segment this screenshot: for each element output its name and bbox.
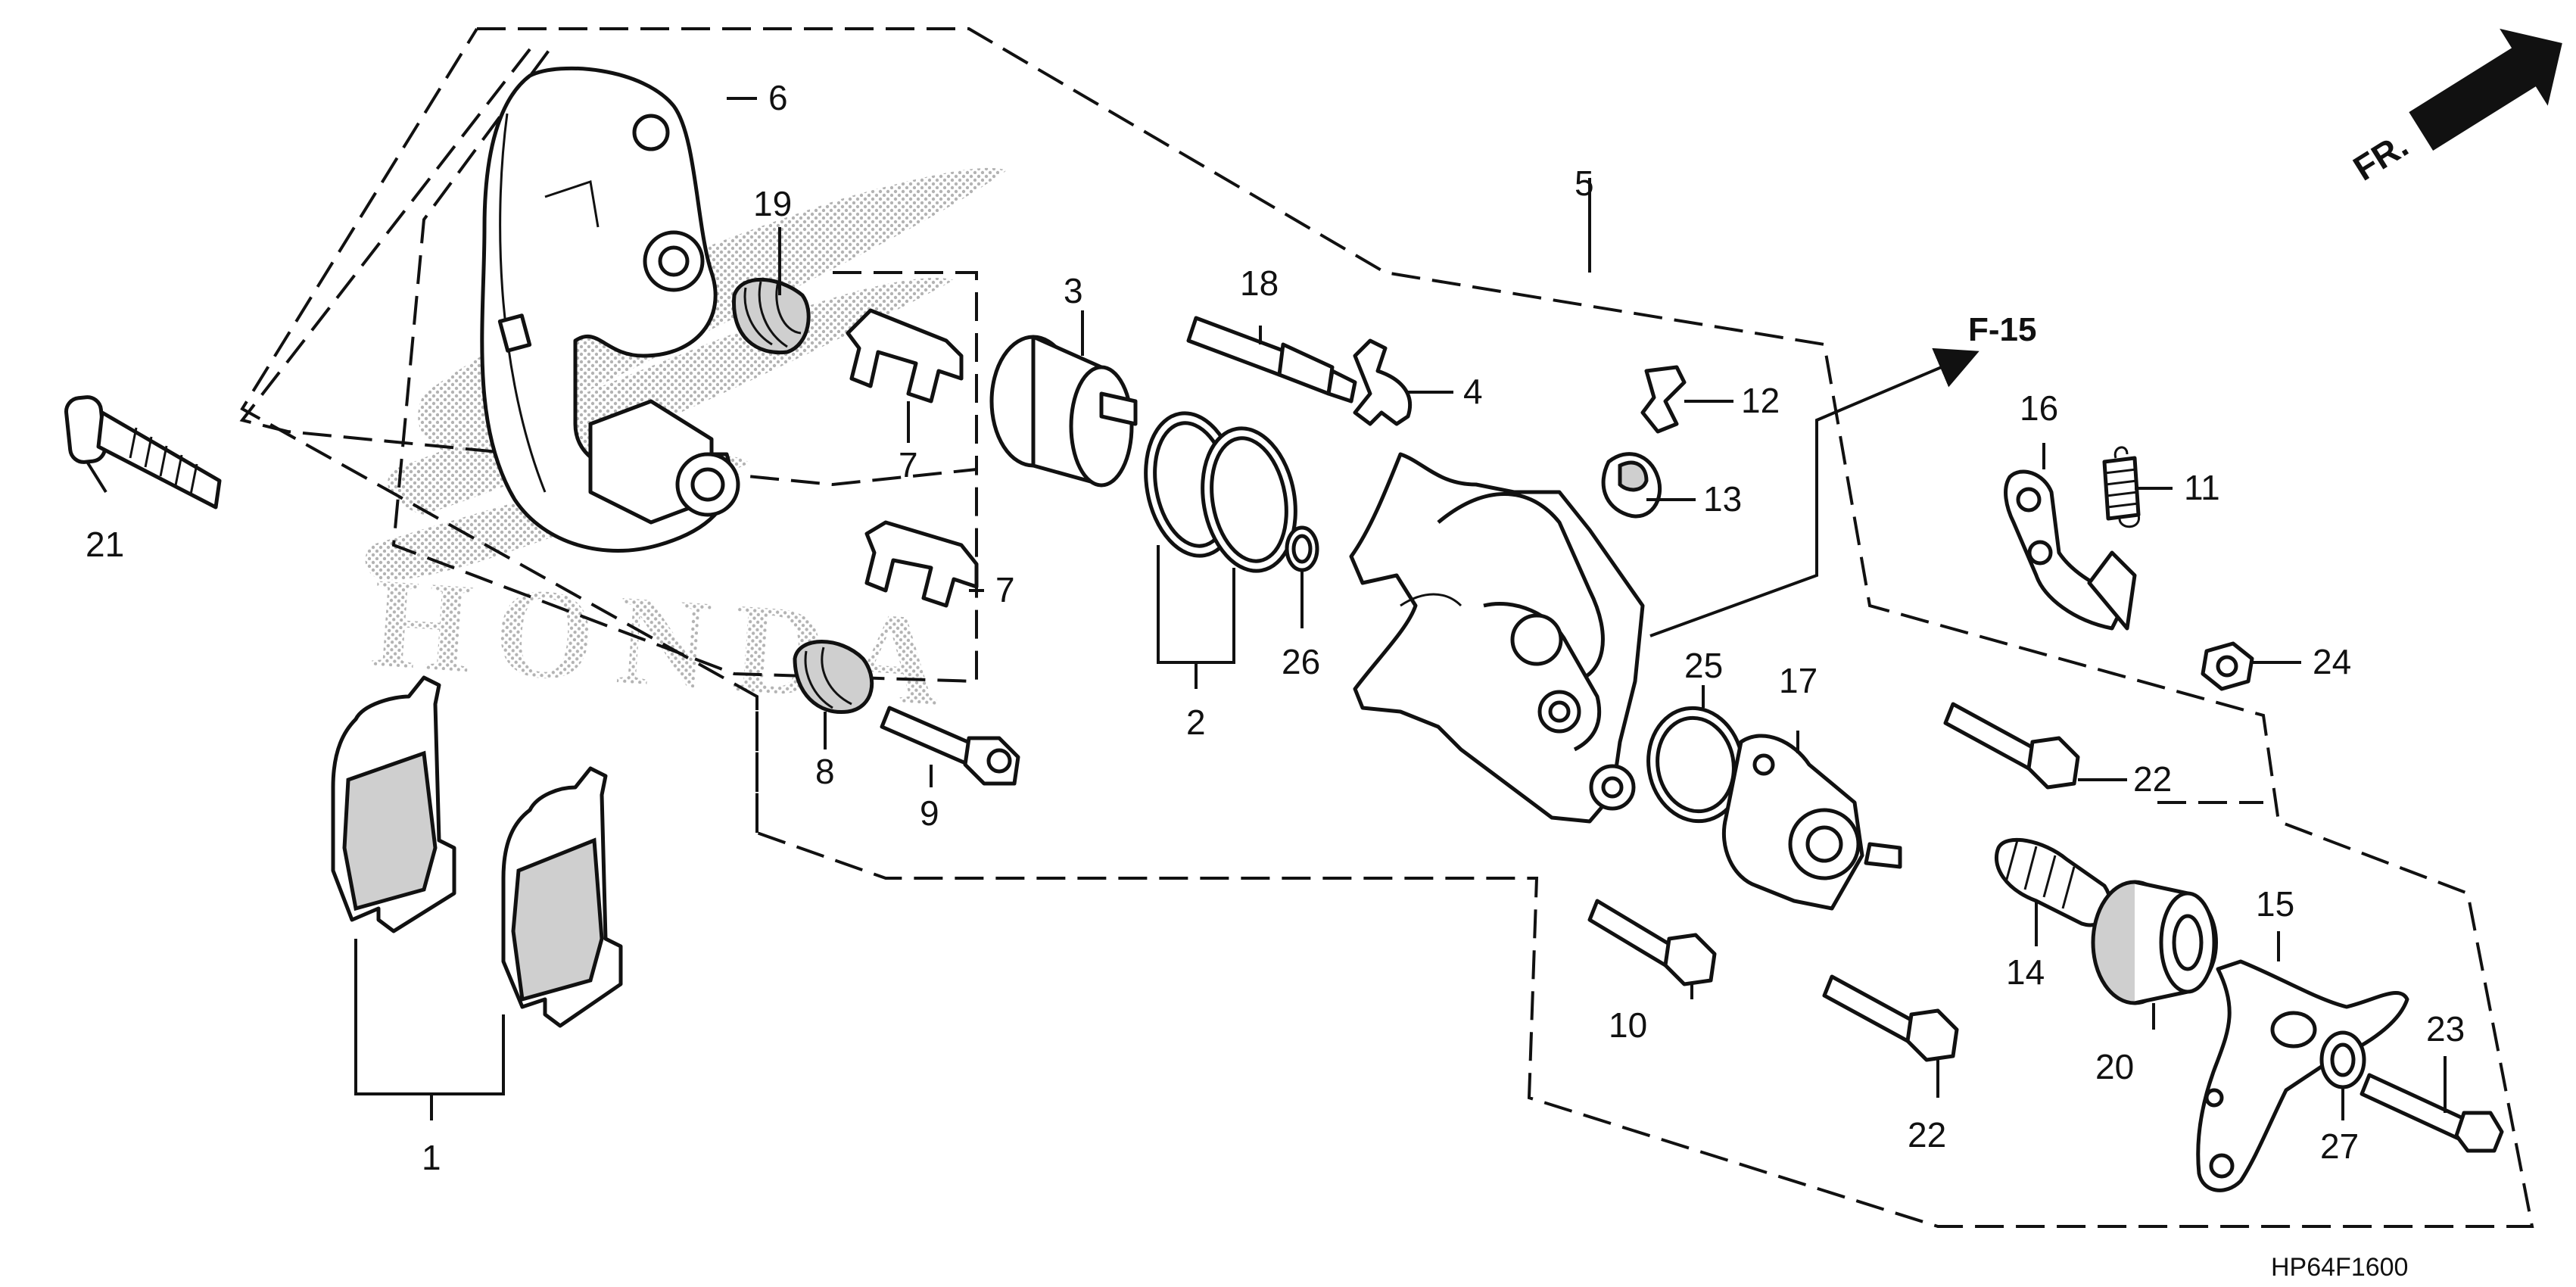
diagram-code: HP64F1600: [2271, 1253, 2408, 1282]
part-clip-4: [1353, 338, 1413, 426]
part-bolt-22-lower: [1822, 974, 1959, 1062]
part-piston-3: [989, 335, 1138, 488]
callout-18: 18: [1240, 263, 1279, 303]
callout-8: 8: [815, 752, 835, 791]
part-pad-spring-7-upper: [846, 308, 964, 404]
callout-4: 4: [1463, 372, 1483, 411]
part-bleeder-12: [1640, 365, 1687, 434]
part-oring-26: [1285, 525, 1319, 572]
callout-7-upper: 7: [899, 445, 918, 485]
callout-11: 11: [2184, 468, 2220, 507]
callout-21: 21: [86, 525, 124, 564]
part-caliper-bracket-6: [480, 66, 740, 553]
part-seals-2: [1144, 411, 1297, 573]
front-label: FR.: [2347, 125, 2415, 188]
part-oring-25: [1646, 706, 1745, 824]
part-caliper-body-5: [1349, 452, 1645, 824]
callout-3: 3: [1064, 271, 1083, 310]
callout-12: 12: [1741, 381, 1780, 420]
part-boot-19: [732, 277, 811, 355]
callout-17: 17: [1779, 661, 1818, 700]
callout-25: 25: [1684, 646, 1723, 685]
callout-6: 6: [768, 78, 788, 117]
part-spring-14: [1994, 837, 2113, 927]
reference-label: F-15: [1968, 311, 2036, 348]
callout-22-lower: 22: [1908, 1115, 1946, 1155]
callout-13: 13: [1703, 479, 1742, 519]
part-adapter-17: [1721, 734, 1902, 911]
callout-19: 19: [753, 184, 792, 223]
part-bolt-23: [2360, 1073, 2504, 1153]
callout-20: 20: [2095, 1047, 2134, 1086]
leader-lines: [86, 97, 2447, 1120]
part-bolt-21: [64, 395, 222, 510]
part-brake-pads-1: [331, 675, 623, 1028]
callout-2: 2: [1186, 703, 1206, 742]
callout-9: 9: [920, 793, 939, 833]
callout-26: 26: [1282, 642, 1320, 681]
part-boot-8: [793, 640, 874, 715]
callout-14: 14: [2006, 952, 2045, 992]
arrow-icon: [2409, 28, 2562, 151]
callout-24: 24: [2313, 642, 2351, 681]
callout-23: 23: [2426, 1009, 2465, 1049]
part-pad-spring-7-lower: [864, 520, 979, 608]
callout-15: 15: [2256, 884, 2294, 924]
part-washer-27: [2319, 1030, 2366, 1089]
part-bolt-22-upper: [1943, 702, 2080, 790]
front-direction-indicator: FR.: [2347, 28, 2562, 189]
part-nut-24: [2201, 641, 2254, 691]
part-lever-plate-15: [2196, 959, 2409, 1192]
part-bearing-20: [2091, 880, 2218, 1005]
callout-numbers: 1 2 3 4 5 6 7 7 8 9 10 11 12 13 14 15 16…: [86, 78, 2465, 1177]
callout-7-lower: 7: [995, 570, 1015, 609]
callout-10: 10: [1609, 1005, 1647, 1045]
part-bolt-10: [1587, 899, 1717, 986]
callout-16: 16: [2020, 388, 2058, 428]
callout-22-upper: 22: [2133, 759, 2172, 799]
part-pin-18: [1186, 316, 1357, 404]
callout-27: 27: [2320, 1127, 2359, 1166]
part-bleeder-cap-13: [1601, 452, 1662, 519]
part-bracket-16: [2004, 469, 2137, 631]
callout-1: 1: [422, 1138, 441, 1177]
part-pin-bolt-9: [880, 706, 1020, 786]
part-spring-11: [2102, 446, 2141, 528]
callout-5: 5: [1575, 164, 1594, 203]
